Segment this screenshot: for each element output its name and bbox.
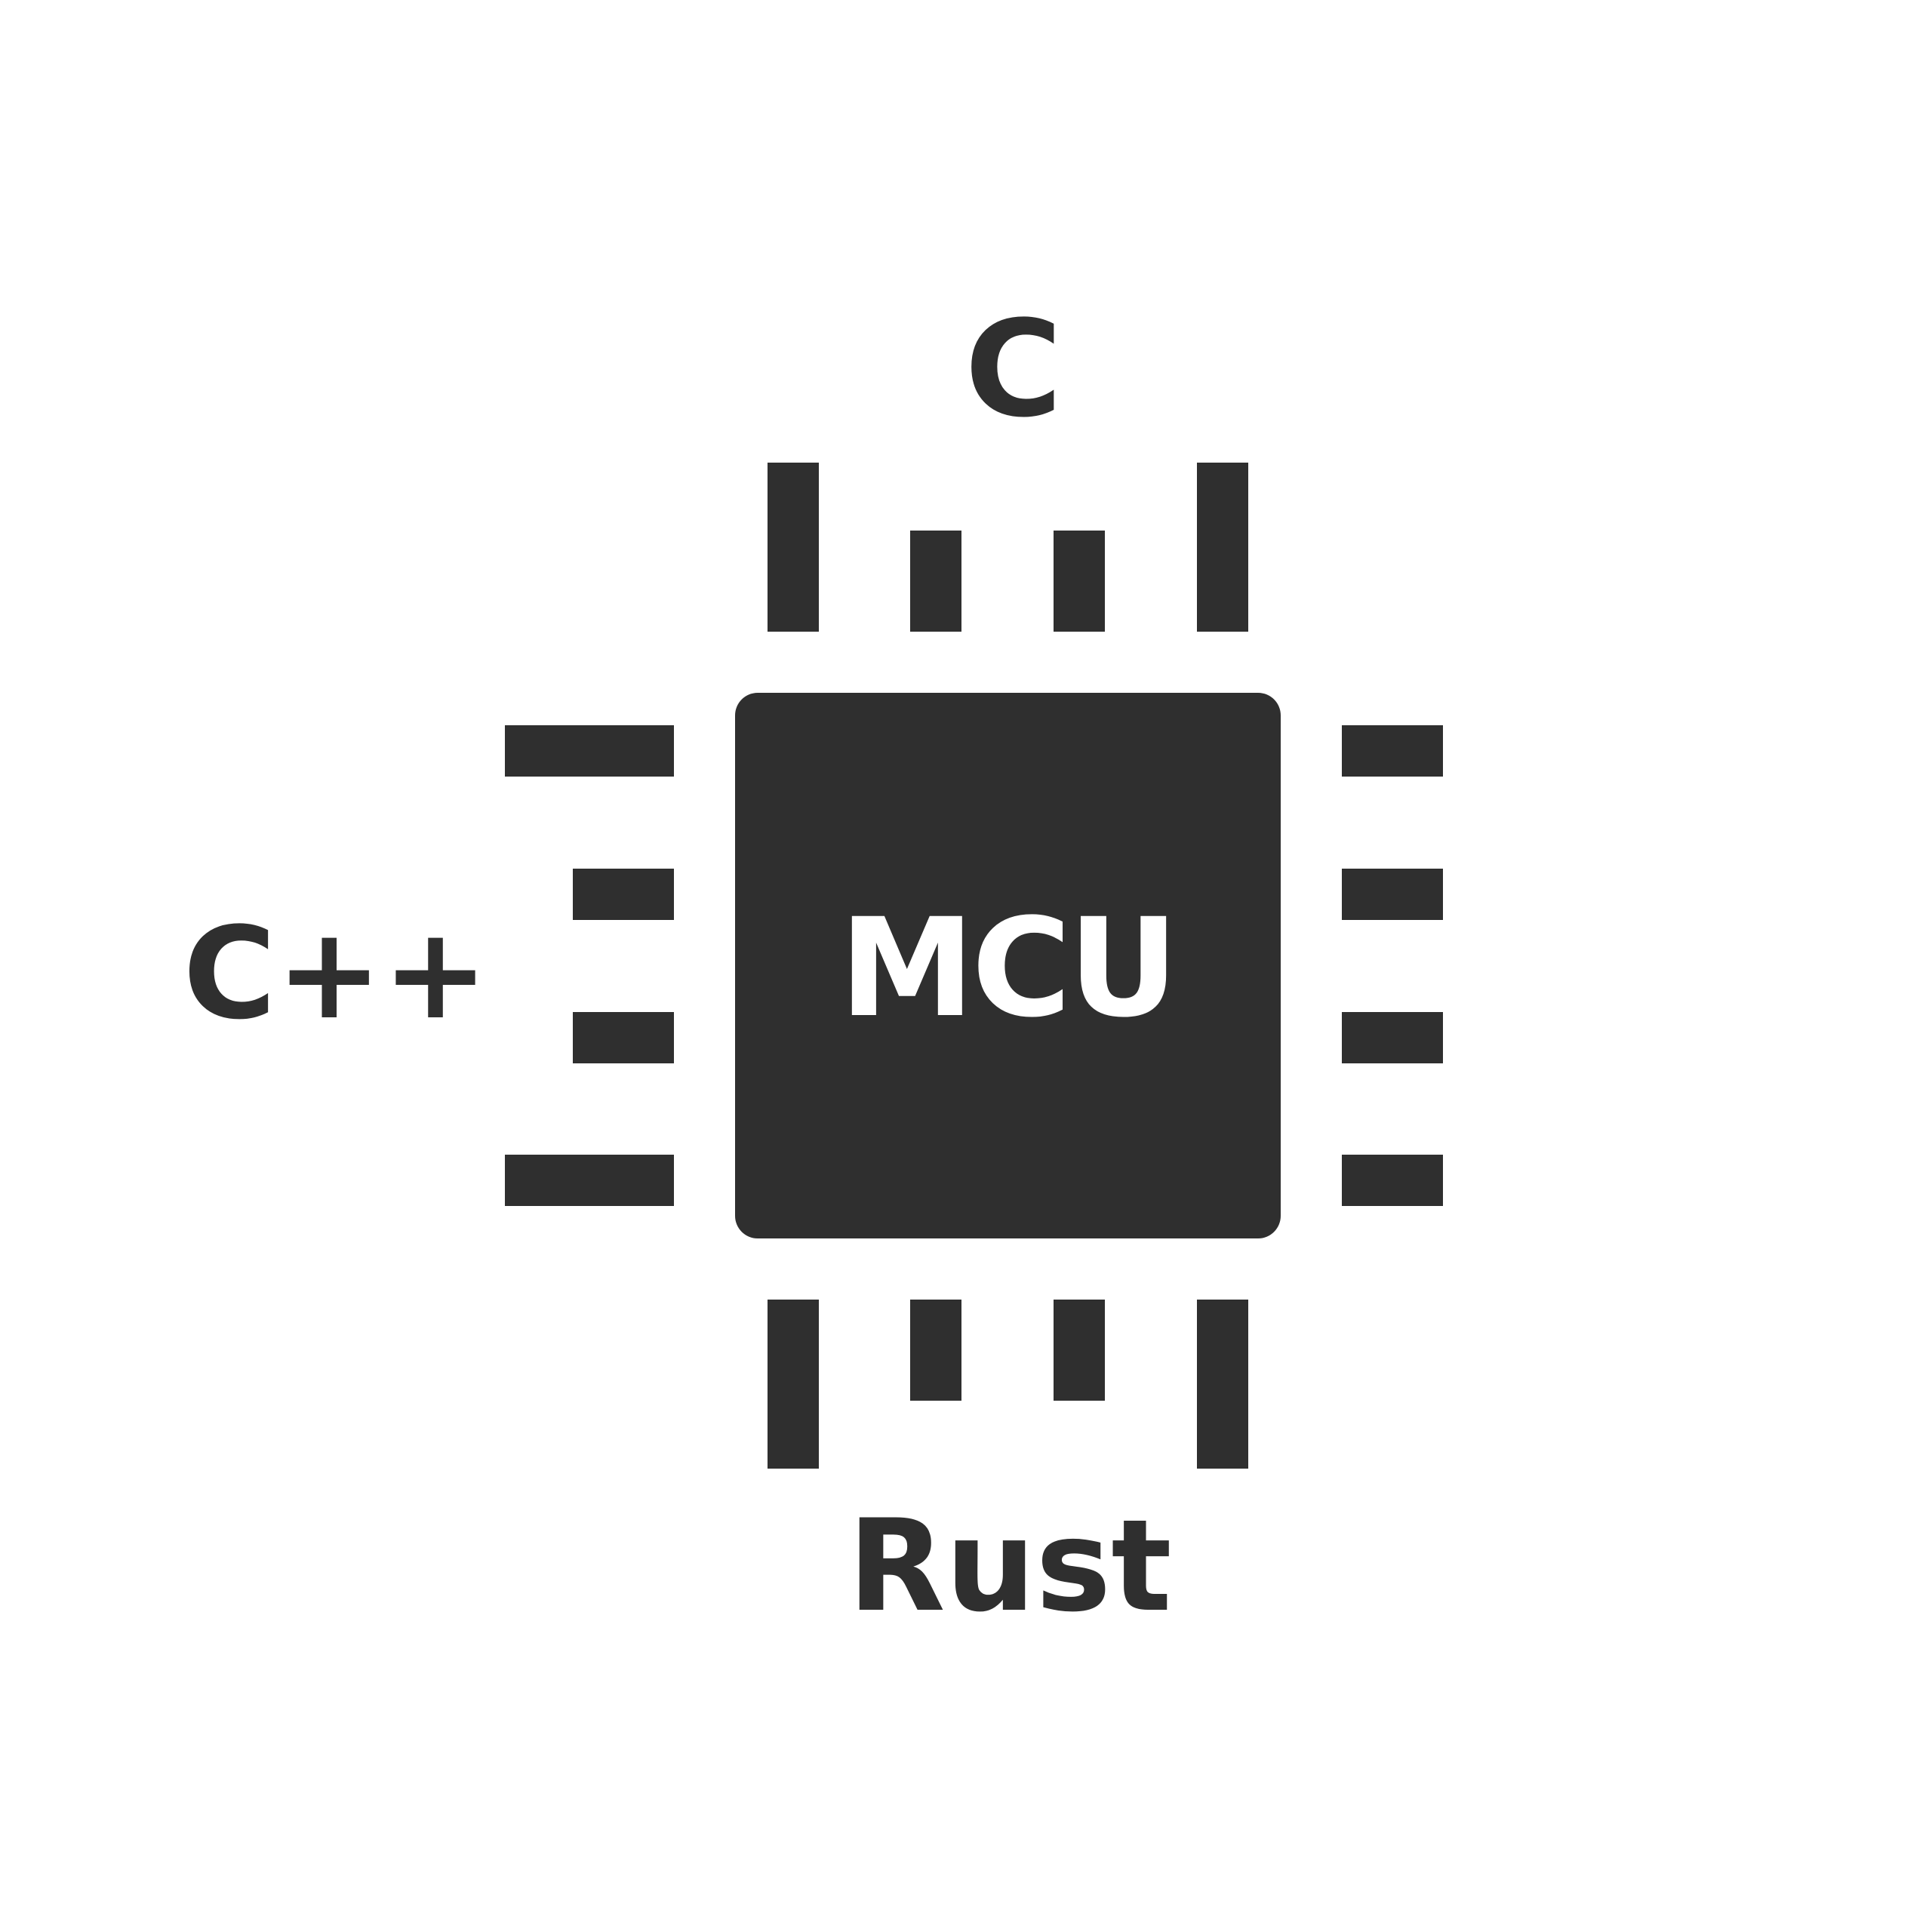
label-bottom: Rust [848,1492,1171,1640]
mcu-chip-body [735,693,1281,1238]
right-pin-4 [1342,1155,1443,1206]
label-top: C [964,292,1062,447]
bottom-pin-2 [910,1300,961,1401]
left-pin-1 [505,725,674,777]
bottom-pins [768,1300,1248,1469]
right-pin-2 [1342,869,1443,920]
bottom-pin-1 [768,1300,819,1469]
bottom-pin-3 [1054,1300,1105,1401]
left-pin-2 [573,869,674,920]
right-pin-1 [1342,725,1443,777]
label-left: C++ [183,900,489,1048]
top-pin-4 [1197,463,1248,632]
top-pins [768,463,1248,632]
bottom-pin-4 [1197,1300,1248,1469]
right-pin-3 [1342,1012,1443,1063]
right-pins [1342,725,1443,1206]
chip-label: MCU [839,890,1175,1048]
top-pin-2 [910,531,961,632]
left-pin-3 [573,1012,674,1063]
top-pin-1 [768,463,819,632]
top-pin-3 [1054,531,1105,632]
left-pin-4 [505,1155,674,1206]
left-pins [505,725,674,1206]
